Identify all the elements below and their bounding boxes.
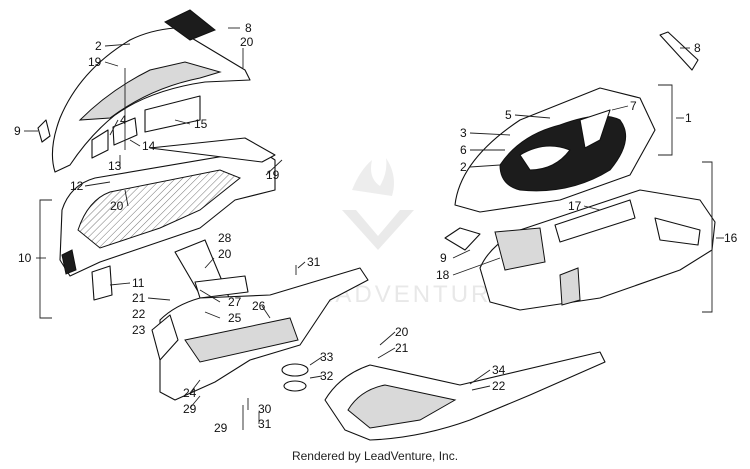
- callout-19: 19: [266, 168, 280, 182]
- belly-pan-center: [151, 239, 369, 401]
- callout-31: 31: [307, 255, 321, 269]
- callout-3: 3: [460, 126, 467, 140]
- callout-19: 19: [88, 55, 102, 69]
- callout-5: 5: [505, 108, 512, 122]
- hood-right-assembly: [454, 31, 699, 213]
- callout-11: 11: [132, 276, 145, 290]
- callout-28: 28: [218, 231, 232, 245]
- skid-plate-bottom: [324, 351, 606, 441]
- callout-27: 27: [228, 295, 242, 309]
- callout-20: 20: [240, 35, 254, 49]
- callout-9: 9: [14, 124, 21, 138]
- callout-6: 6: [460, 143, 467, 157]
- callout-29: 29: [183, 402, 197, 416]
- callout-labels: 8 20 2 19 9 4 15 14 13 12 20 19 10 28 20…: [14, 21, 738, 435]
- callout-13: 13: [108, 159, 122, 173]
- callout-23: 23: [132, 323, 146, 337]
- callout-9: 9: [440, 251, 447, 265]
- callout-1: 1: [685, 111, 692, 125]
- callout-17: 17: [568, 199, 582, 213]
- callout-21: 21: [395, 341, 409, 355]
- nosepan-left: [59, 137, 276, 301]
- callout-8: 8: [694, 41, 701, 55]
- callout-20: 20: [395, 325, 409, 339]
- callout-30: 30: [258, 402, 272, 416]
- hood-clip-left: [37, 119, 51, 143]
- callout-10: 10: [18, 251, 32, 265]
- callout-4: 4: [120, 113, 127, 127]
- callout-18: 18: [436, 268, 450, 282]
- nosepan-right: [444, 189, 716, 311]
- leader-lines: [24, 27, 724, 430]
- callout-2: 2: [95, 39, 102, 53]
- callout-24: 24: [183, 386, 197, 400]
- callout-8: 8: [245, 21, 252, 35]
- callout-20: 20: [218, 247, 232, 261]
- callout-22: 22: [492, 379, 506, 393]
- callout-7: 7: [630, 99, 637, 113]
- callout-32: 32: [320, 369, 334, 383]
- callout-29: 29: [214, 421, 228, 435]
- callout-15: 15: [194, 117, 208, 131]
- callout-12: 12: [70, 179, 84, 193]
- callout-25: 25: [228, 311, 242, 325]
- callout-26: 26: [252, 299, 266, 313]
- callout-33: 33: [320, 350, 334, 364]
- callout-2: 2: [460, 160, 467, 174]
- callout-20: 20: [110, 199, 124, 213]
- callout-16: 16: [724, 231, 738, 245]
- callout-31: 31: [258, 417, 272, 431]
- footer-credit: Rendered by LeadVenture, Inc.: [291, 449, 459, 463]
- callout-22: 22: [132, 307, 146, 321]
- callout-14: 14: [142, 139, 156, 153]
- callout-21: 21: [132, 291, 146, 305]
- callout-34: 34: [492, 363, 506, 377]
